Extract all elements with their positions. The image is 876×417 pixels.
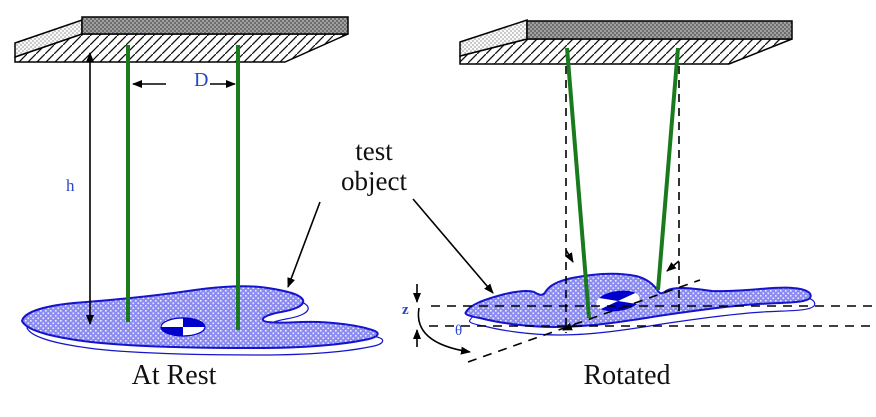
caption-rotated: Rotated [583,360,671,391]
caption-at-rest: At Rest [131,360,217,391]
callout-arrow-to-left-object [287,201,321,288]
rotation-angle-label: θ [455,323,463,339]
test-object-body-left [20,285,379,350]
wire-right-rotated [656,47,680,291]
plate-top-edge-left [81,16,349,35]
test-object-at-rest [20,285,384,356]
dimension-arrows [86,52,680,355]
vertical-rise-label: z [402,302,409,318]
test-object-callout-line2: object [341,166,407,197]
rotated-axis-arrow [562,322,576,331]
callout-arrow-to-right-object [412,198,494,294]
wire-length-label: h [66,176,75,195]
suspension-wires [126,45,680,330]
ceiling-plate-right [459,18,793,65]
test-object-callout: test object [329,136,419,196]
wire-displacement-arrow-right [666,260,680,272]
rotation-angle-arc [417,307,471,355]
wire-displacement-arrow-left [565,249,574,263]
plate-top-edge-right [526,20,793,40]
wire-left-rotated [565,47,591,319]
wire-separation-label: D [194,69,209,91]
ceiling-plate-left [14,16,349,63]
reference-lines [429,66,876,363]
center-of-mass-symbol-left [160,317,206,337]
test-object-callout-line1: test [355,136,393,166]
test-object-rotated [464,272,816,336]
